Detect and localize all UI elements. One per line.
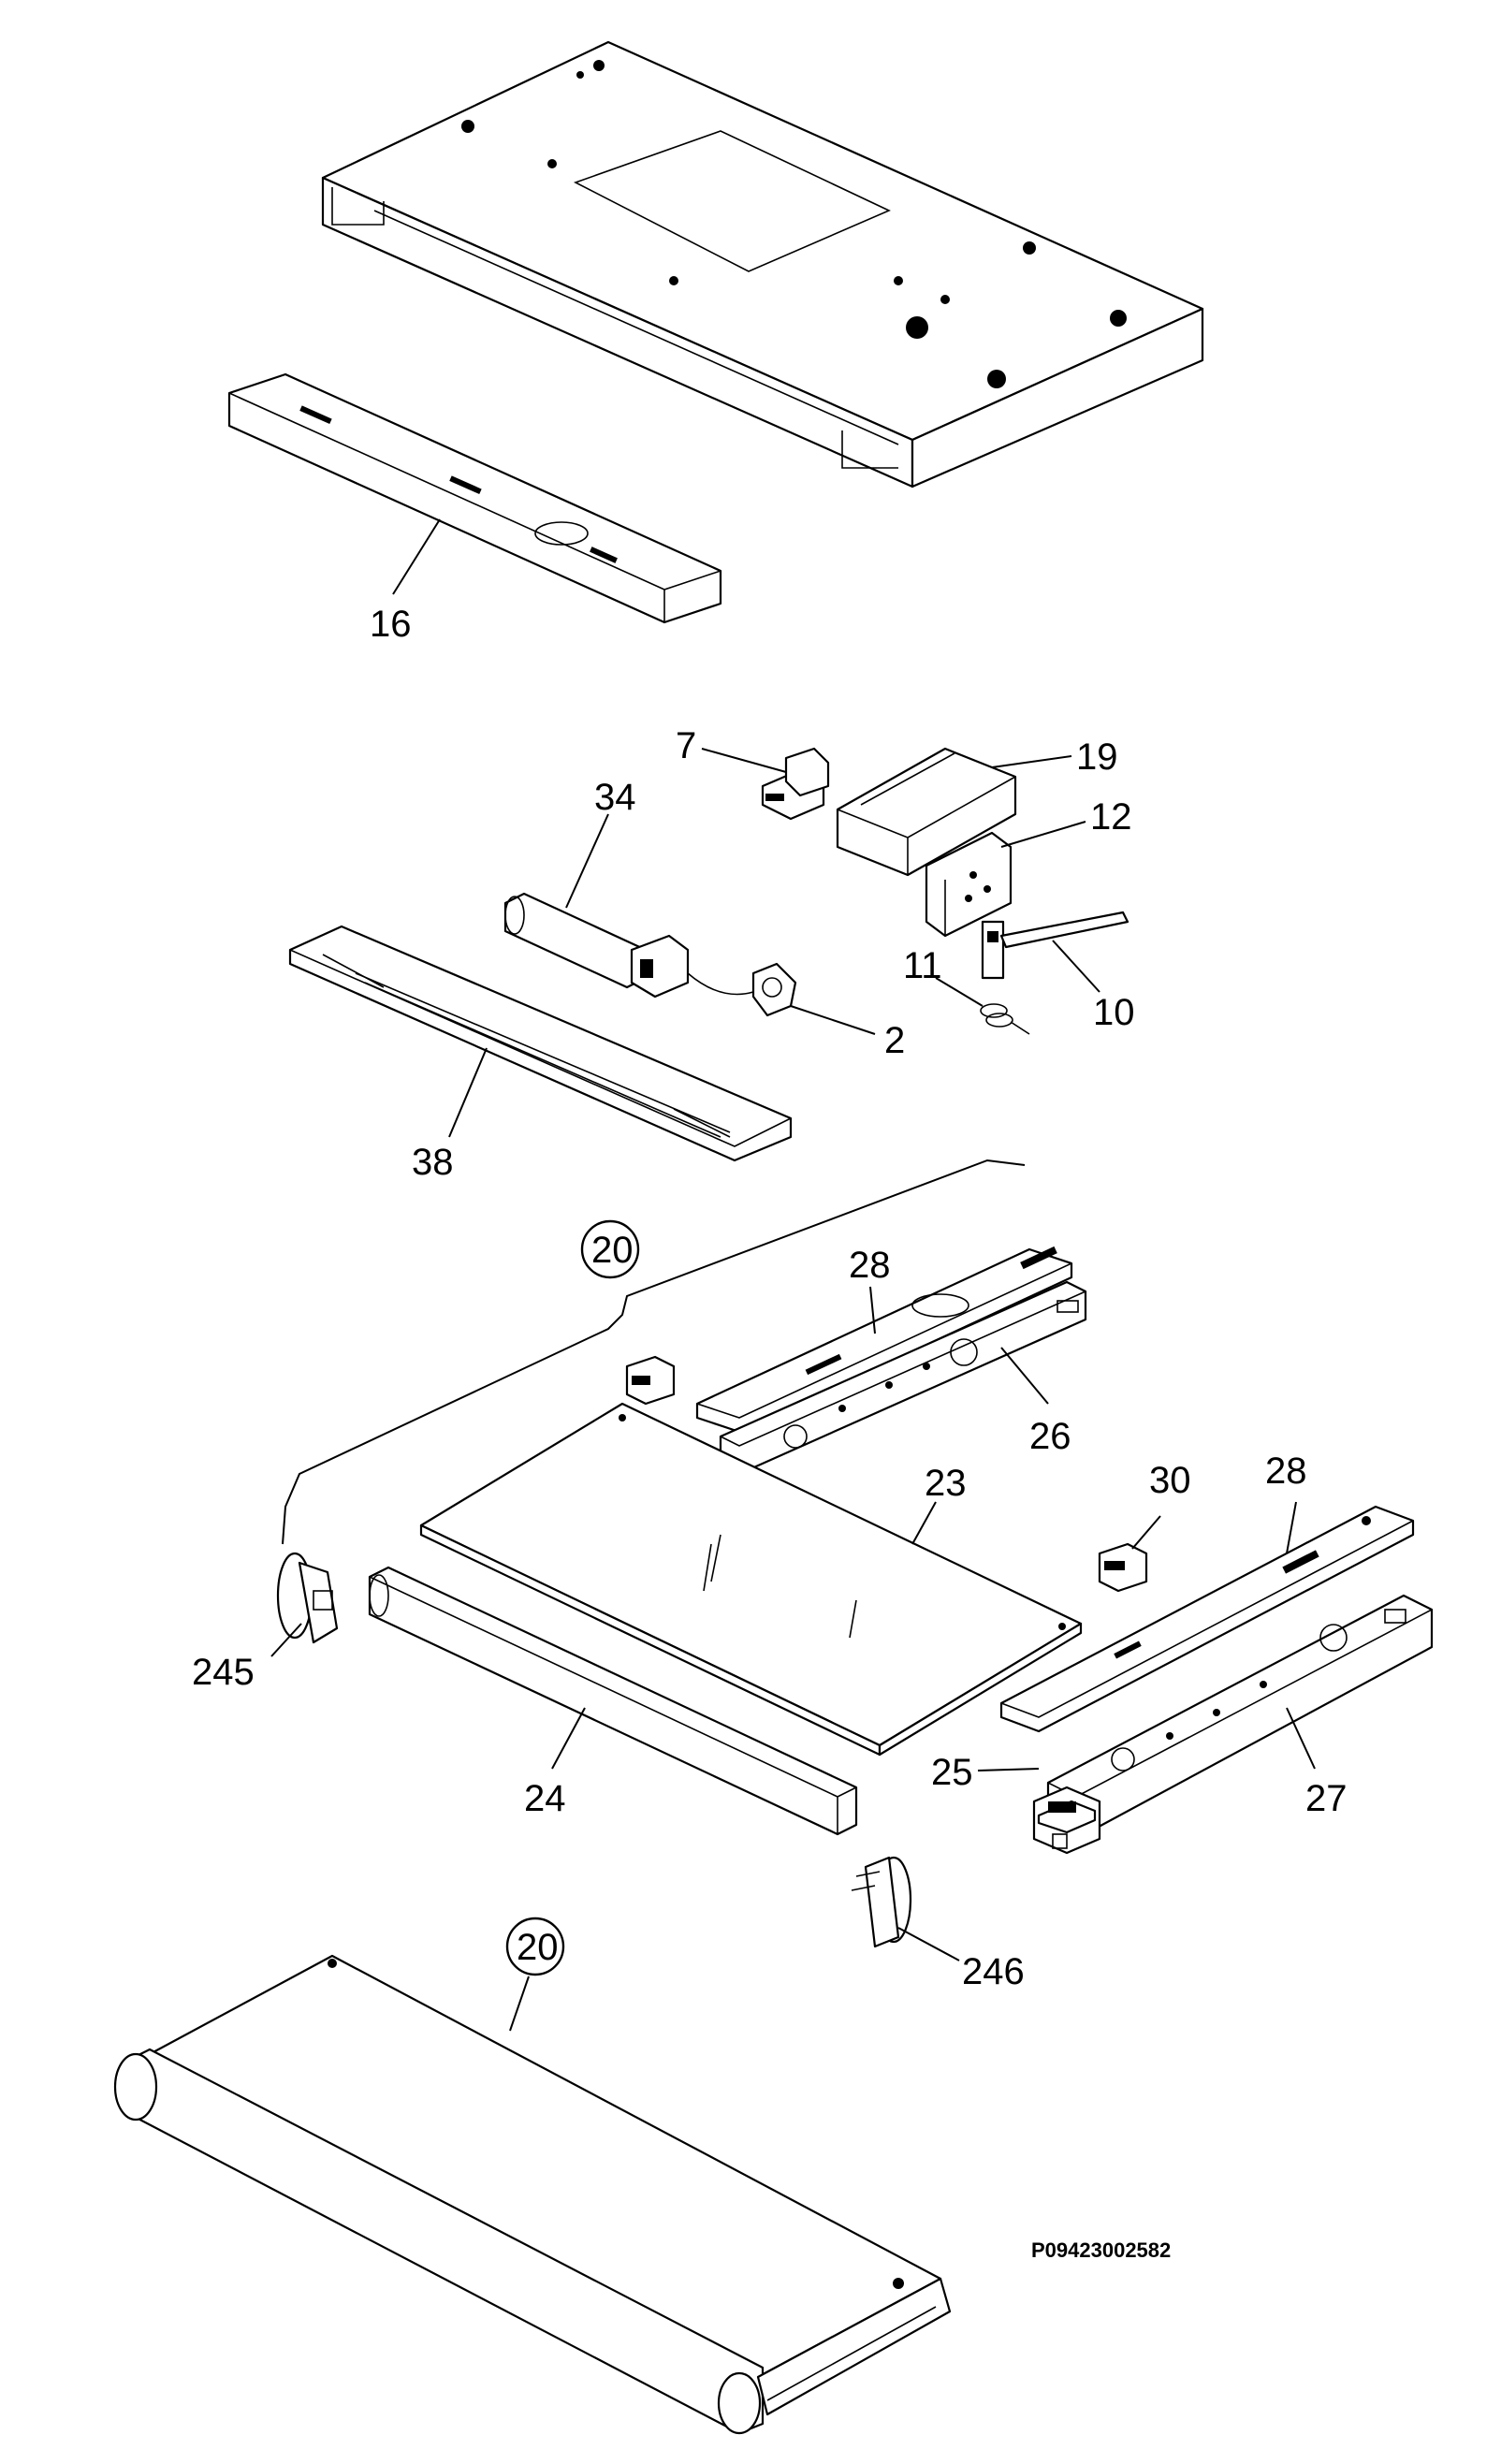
label-26: 26 (1029, 1416, 1071, 1457)
label-245: 245 (192, 1652, 255, 1693)
label-11: 11 (903, 945, 942, 986)
glass-shelf-23-part (419, 1402, 1083, 1757)
front-trim-24-part (368, 1566, 858, 1836)
label-19: 19 (1076, 736, 1118, 778)
cover-19-part (836, 747, 1017, 877)
spring-11-part (980, 1003, 1030, 1035)
label-30: 30 (1149, 1460, 1191, 1501)
label-28-upper: 28 (849, 1245, 891, 1286)
lever-10-part (981, 911, 1129, 980)
reference-code: P09423002582 (1031, 2238, 1171, 2262)
component-7-part (761, 747, 830, 821)
label-23: 23 (925, 1463, 967, 1504)
label-10: 10 (1093, 992, 1135, 1033)
label-246: 246 (962, 1951, 1025, 1992)
clip-part (625, 1355, 676, 1406)
runner-27-part (1046, 1594, 1434, 1841)
label-34: 34 (594, 777, 636, 818)
end-cap-246-part (851, 1856, 912, 1948)
callout-20-lower (505, 1917, 565, 1976)
label-2: 2 (884, 1020, 905, 1061)
module-12-part (925, 831, 1013, 938)
holder-2-part (687, 962, 797, 1017)
label-24: 24 (524, 1778, 566, 1819)
runner-26-part (719, 1280, 1087, 1476)
tube-34-part (503, 892, 690, 999)
callout-20-upper (580, 1219, 640, 1279)
label-16: 16 (370, 604, 412, 645)
label-27: 27 (1305, 1778, 1348, 1819)
label-7: 7 (676, 725, 696, 766)
end-cap-245-part (276, 1552, 339, 1644)
label-38: 38 (412, 1142, 454, 1183)
light-housing-38-part (288, 925, 793, 1162)
slide-rail-28-lower-part (999, 1505, 1415, 1733)
label-25: 25 (931, 1752, 973, 1793)
label-12: 12 (1090, 796, 1132, 838)
clip-30-part (1098, 1542, 1148, 1593)
label-28-lower: 28 (1265, 1451, 1307, 1492)
slide-rail-28-upper-part (695, 1246, 1073, 1434)
clip-25-part (1032, 1786, 1101, 1855)
drawer-assembly-20-part (113, 1954, 952, 2435)
label-20-lower: 20 (517, 1927, 559, 1968)
rear-rail-part (227, 372, 722, 624)
top-housing-part (321, 40, 1204, 488)
label-20-upper: 20 (591, 1230, 634, 1271)
